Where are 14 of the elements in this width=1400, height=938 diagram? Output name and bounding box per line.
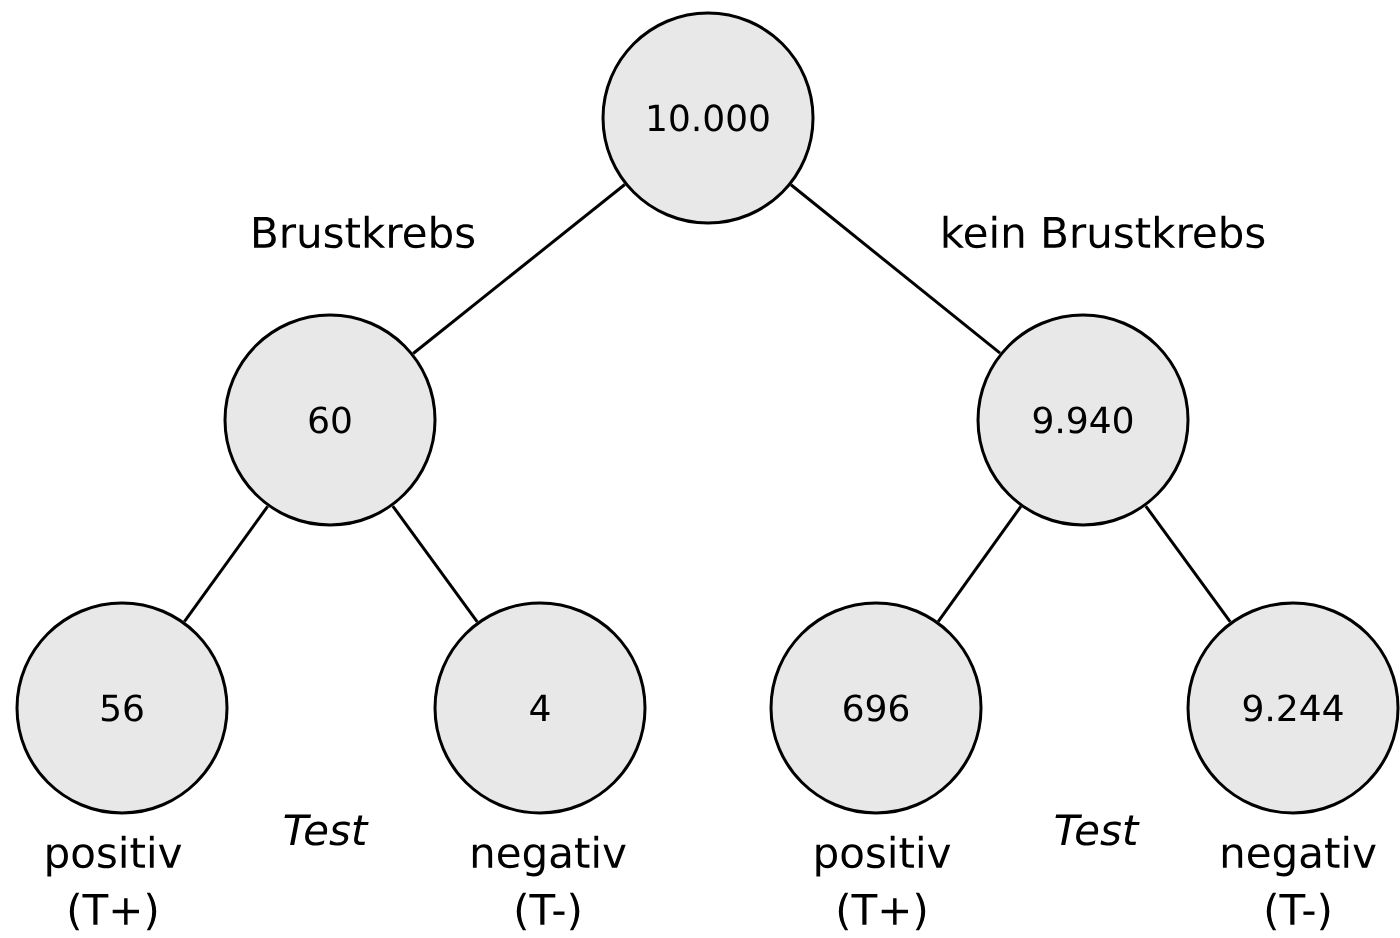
outcome-label: negativ (T-) xyxy=(472,835,626,931)
outcome-label: negativ (T-) xyxy=(1222,835,1376,931)
edge-label: Brustkrebs xyxy=(254,215,475,249)
branch-line xyxy=(412,183,626,355)
outcome-label: positiv (T+) xyxy=(816,835,951,931)
branch-line xyxy=(790,183,1001,355)
branch-line xyxy=(936,505,1023,623)
edge-label: kein Brustkrebs xyxy=(943,215,1265,249)
outcome-label: positiv (T+) xyxy=(47,835,182,931)
branch-line xyxy=(391,505,479,623)
branch-line xyxy=(1144,505,1232,623)
test-label: Test xyxy=(284,814,369,846)
test-label: Test xyxy=(1055,814,1140,846)
branch-line xyxy=(183,505,269,623)
